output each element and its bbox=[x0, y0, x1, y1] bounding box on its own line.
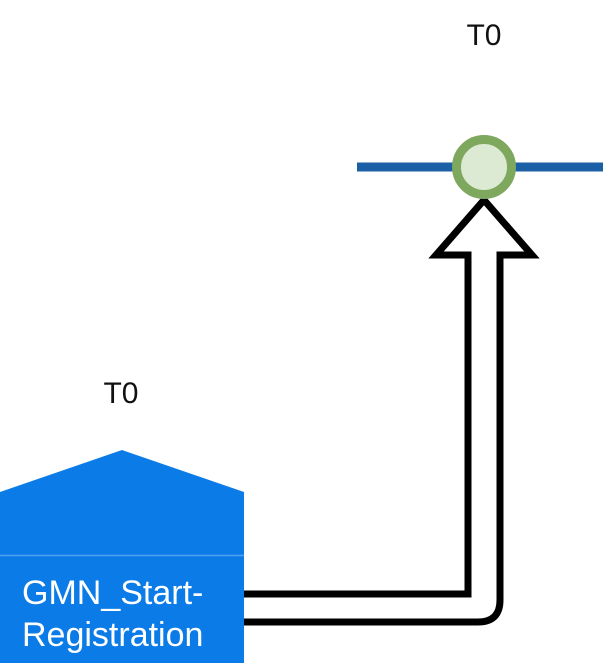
message-flow-arrow[interactable] bbox=[244, 194, 540, 626]
gmn-start-registration-label-line1: GMN_Start- bbox=[22, 574, 203, 612]
task-timer-label: T0 bbox=[103, 377, 138, 410]
message-flow-arrow-shape bbox=[244, 194, 540, 626]
gmn-start-registration-label-line2: Registration bbox=[22, 616, 203, 654]
start-event-node[interactable] bbox=[452, 135, 516, 199]
start-event-outer-ring bbox=[452, 135, 516, 199]
gmn-start-registration-node[interactable]: GMN_Start- Registration bbox=[0, 450, 244, 663]
gmn-start-registration-shape bbox=[0, 450, 244, 663]
start-event-timer-label: T0 bbox=[466, 19, 501, 52]
